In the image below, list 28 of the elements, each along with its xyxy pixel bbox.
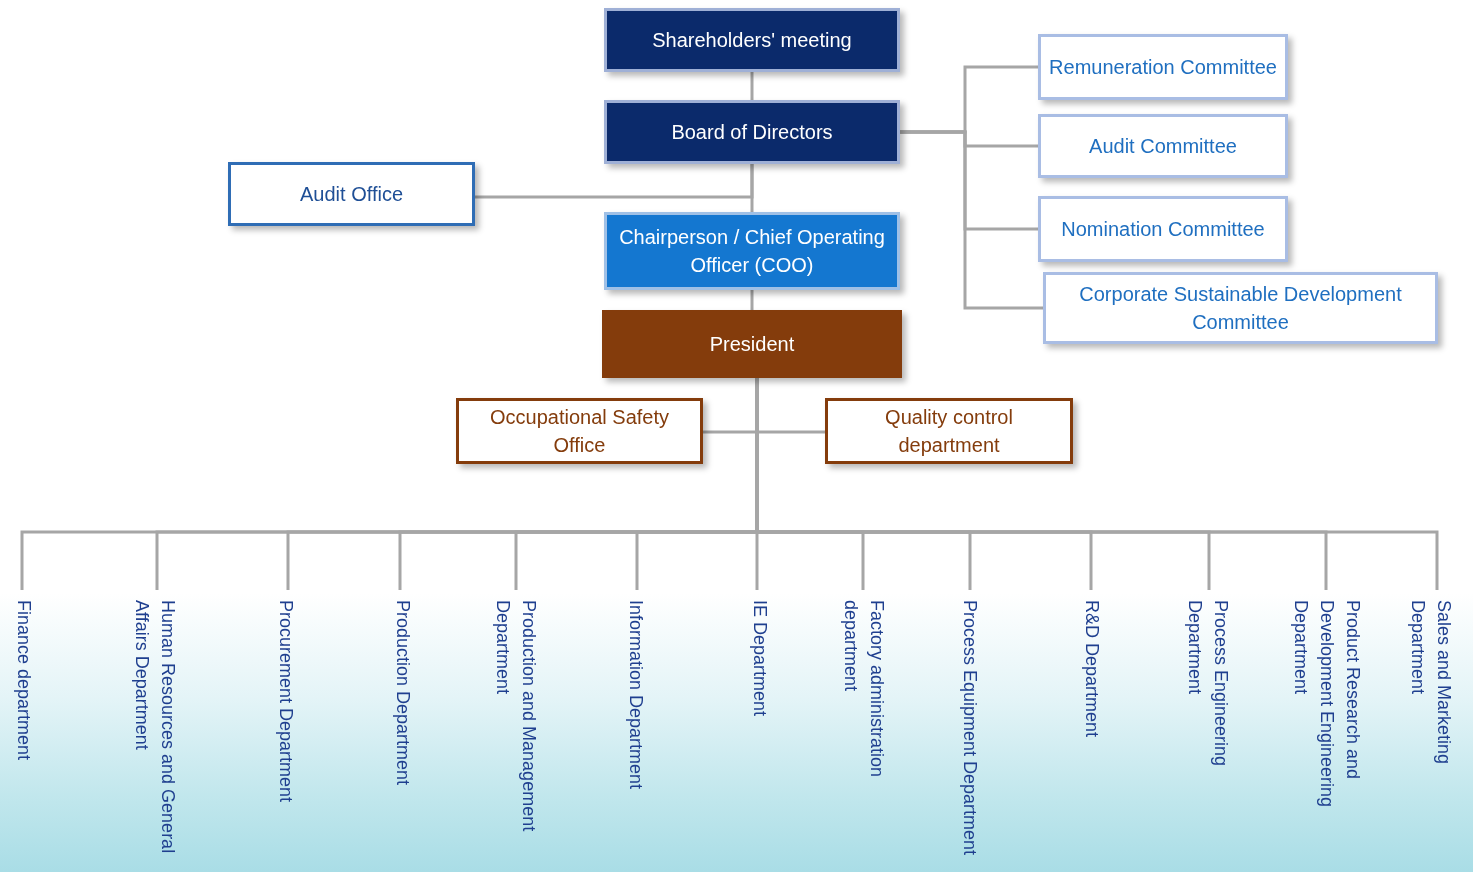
department-label: R&D Department [1078, 600, 1106, 858]
org-box: Occupational Safety Office [456, 398, 703, 464]
org-box: Remuneration Committee [1038, 34, 1288, 100]
org-box: Board of Directors [604, 100, 900, 164]
department-label: Production Department [389, 600, 417, 858]
connector-line [750, 290, 754, 310]
department-label: Sales and Marketing Department [1404, 600, 1458, 858]
org-box: Quality control department [825, 398, 1073, 464]
department-label: Factory administration department [837, 600, 891, 858]
department-label: Process Equipment Department [956, 600, 984, 858]
department-label: Information Department [622, 600, 650, 858]
department-label: Procurement Department [272, 600, 300, 858]
department-label: Production and Management Department [489, 600, 543, 858]
org-box: Corporate Sustainable Development Committee [1043, 272, 1438, 344]
department-label: Human Resources and General Affairs Department [128, 600, 182, 858]
org-box: Nomination Committee [1038, 196, 1288, 262]
org-box: Chairperson / Chief Operating Officer (COO) [604, 212, 900, 290]
connector-line [900, 130, 1043, 310]
org-box: Audit Office [228, 162, 475, 226]
connector-line [750, 164, 754, 212]
org-box: President [602, 310, 902, 378]
department-label: IE Department [746, 600, 774, 858]
org-box: Shareholders' meeting [604, 8, 900, 72]
department-label: Finance department [10, 600, 38, 858]
department-label: Product Research and Development Engineering Department [1287, 600, 1367, 858]
department-label: Process Engineering Department [1181, 600, 1235, 858]
org-box: Audit Committee [1038, 114, 1288, 178]
connector-line [750, 72, 754, 100]
